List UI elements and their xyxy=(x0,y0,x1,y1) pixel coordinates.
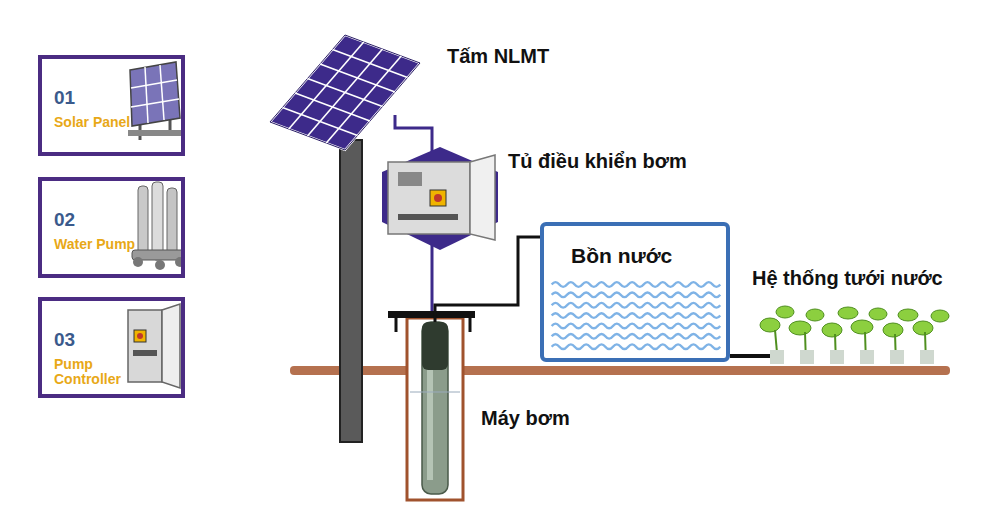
callout-number: 02 xyxy=(54,209,75,231)
pump-controller-icon xyxy=(128,304,180,388)
panel-pole xyxy=(340,140,362,442)
water-tank: Bồn nước xyxy=(540,222,730,362)
part-label: Hệ thống tưới nước xyxy=(752,267,943,290)
callout-number: 01 xyxy=(54,87,75,109)
part-label: Máy bơm xyxy=(481,407,570,430)
solar-panel-icon xyxy=(128,62,182,140)
inlet-pipe xyxy=(435,237,545,322)
callout-number: 03 xyxy=(54,329,75,351)
pump-controller xyxy=(382,147,498,250)
part-label: Tấm NLMT xyxy=(447,45,549,68)
ground-line xyxy=(290,366,950,375)
solar-panel xyxy=(270,35,420,150)
component-card: 03Pump Controller xyxy=(38,297,185,398)
part-label: Tủ điều khiển bơm xyxy=(508,150,687,173)
component-card: 02Water Pump xyxy=(38,177,185,278)
well-and-pump xyxy=(388,311,475,500)
component-card: 01Solar Panel xyxy=(38,55,185,156)
pump-wire xyxy=(431,240,434,318)
card-title: Pump Controller xyxy=(54,357,136,387)
irrigated-plants xyxy=(760,306,949,364)
water-pump-icon xyxy=(132,182,185,270)
card-title: Solar Panel xyxy=(54,115,136,130)
tank-label: Bồn nước xyxy=(568,244,675,268)
card-title: Water Pump xyxy=(54,237,136,252)
